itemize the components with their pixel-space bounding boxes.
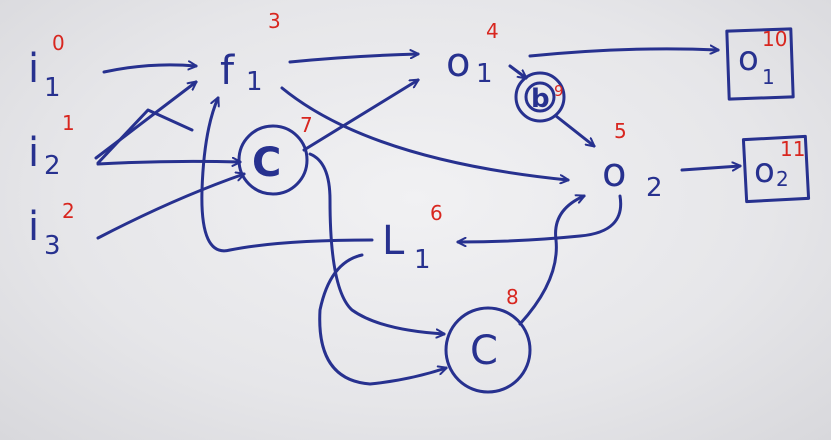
output-o2-sub: 2 [776, 167, 789, 191]
node-f1-sub: 1 [246, 67, 263, 97]
edge-l1-c8 [318, 253, 446, 386]
edge-b-o2 [554, 114, 594, 146]
edge-o1-b [508, 64, 526, 78]
edge-i2-c7 [96, 161, 240, 164]
output-o1-sub: 1 [762, 65, 775, 89]
node-o1-sub: 1 [476, 59, 493, 89]
edge-o1-output1 [528, 49, 718, 58]
node-i3-letter: i [28, 204, 39, 250]
node-i2-sub: 2 [44, 151, 61, 181]
output-o2-box [741, 134, 811, 204]
edge-i3-c7 [96, 174, 244, 240]
output-o2-index: 11 [780, 137, 805, 161]
node-l1-letter: L [382, 218, 405, 264]
node-o1-letter: o [446, 40, 470, 86]
node-o2-index: 5 [614, 119, 627, 143]
node-f1-index: 3 [268, 9, 281, 33]
node-b-index: 9 [554, 82, 564, 100]
edge-c7-c8 [308, 152, 444, 334]
node-f1-letter: f [220, 48, 235, 94]
edge-i2-f1 [94, 82, 196, 160]
node-c8-index: 8 [506, 285, 519, 309]
node-b-letter: b [531, 84, 550, 114]
node-c8-circle [444, 306, 532, 394]
node-o2-letter: o [602, 150, 626, 196]
edge-i1-f1 [102, 65, 196, 74]
output-o1-box [725, 27, 795, 101]
node-l1-sub: 1 [414, 245, 431, 275]
node-i2-letter: i [28, 130, 39, 176]
output-o1-index: 10 [762, 27, 787, 51]
node-i1-index: 0 [52, 31, 65, 55]
edge-i2-loop [96, 108, 194, 165]
node-c7-index: 7 [300, 113, 313, 137]
edge-c8-o2 [518, 196, 584, 326]
node-i1-sub: 1 [44, 73, 61, 103]
node-i3-index: 2 [62, 199, 75, 223]
edge-c7-o1 [302, 78, 418, 152]
node-o1-index: 4 [486, 19, 499, 43]
node-i3-sub: 3 [44, 231, 61, 261]
edge-f1-o2 [280, 86, 568, 180]
edge-o2-output2 [680, 166, 740, 170]
node-c8-letter: C [470, 328, 498, 374]
node-b-inner-circle [524, 81, 556, 113]
node-l1-index: 6 [430, 201, 443, 225]
node-c7-letter: C [252, 140, 281, 186]
output-o1-letter: o [738, 39, 759, 79]
node-o2-sub: 2 [646, 173, 663, 203]
node-i2-index: 1 [62, 111, 75, 135]
node-b-outer-circle [514, 71, 566, 123]
edge-l1-f1 [200, 98, 374, 253]
node-i1-letter: i [28, 46, 39, 92]
edge-o2-l1 [458, 194, 623, 242]
output-o2-letter: o [754, 151, 775, 191]
edge-f1-o1 [288, 54, 418, 64]
